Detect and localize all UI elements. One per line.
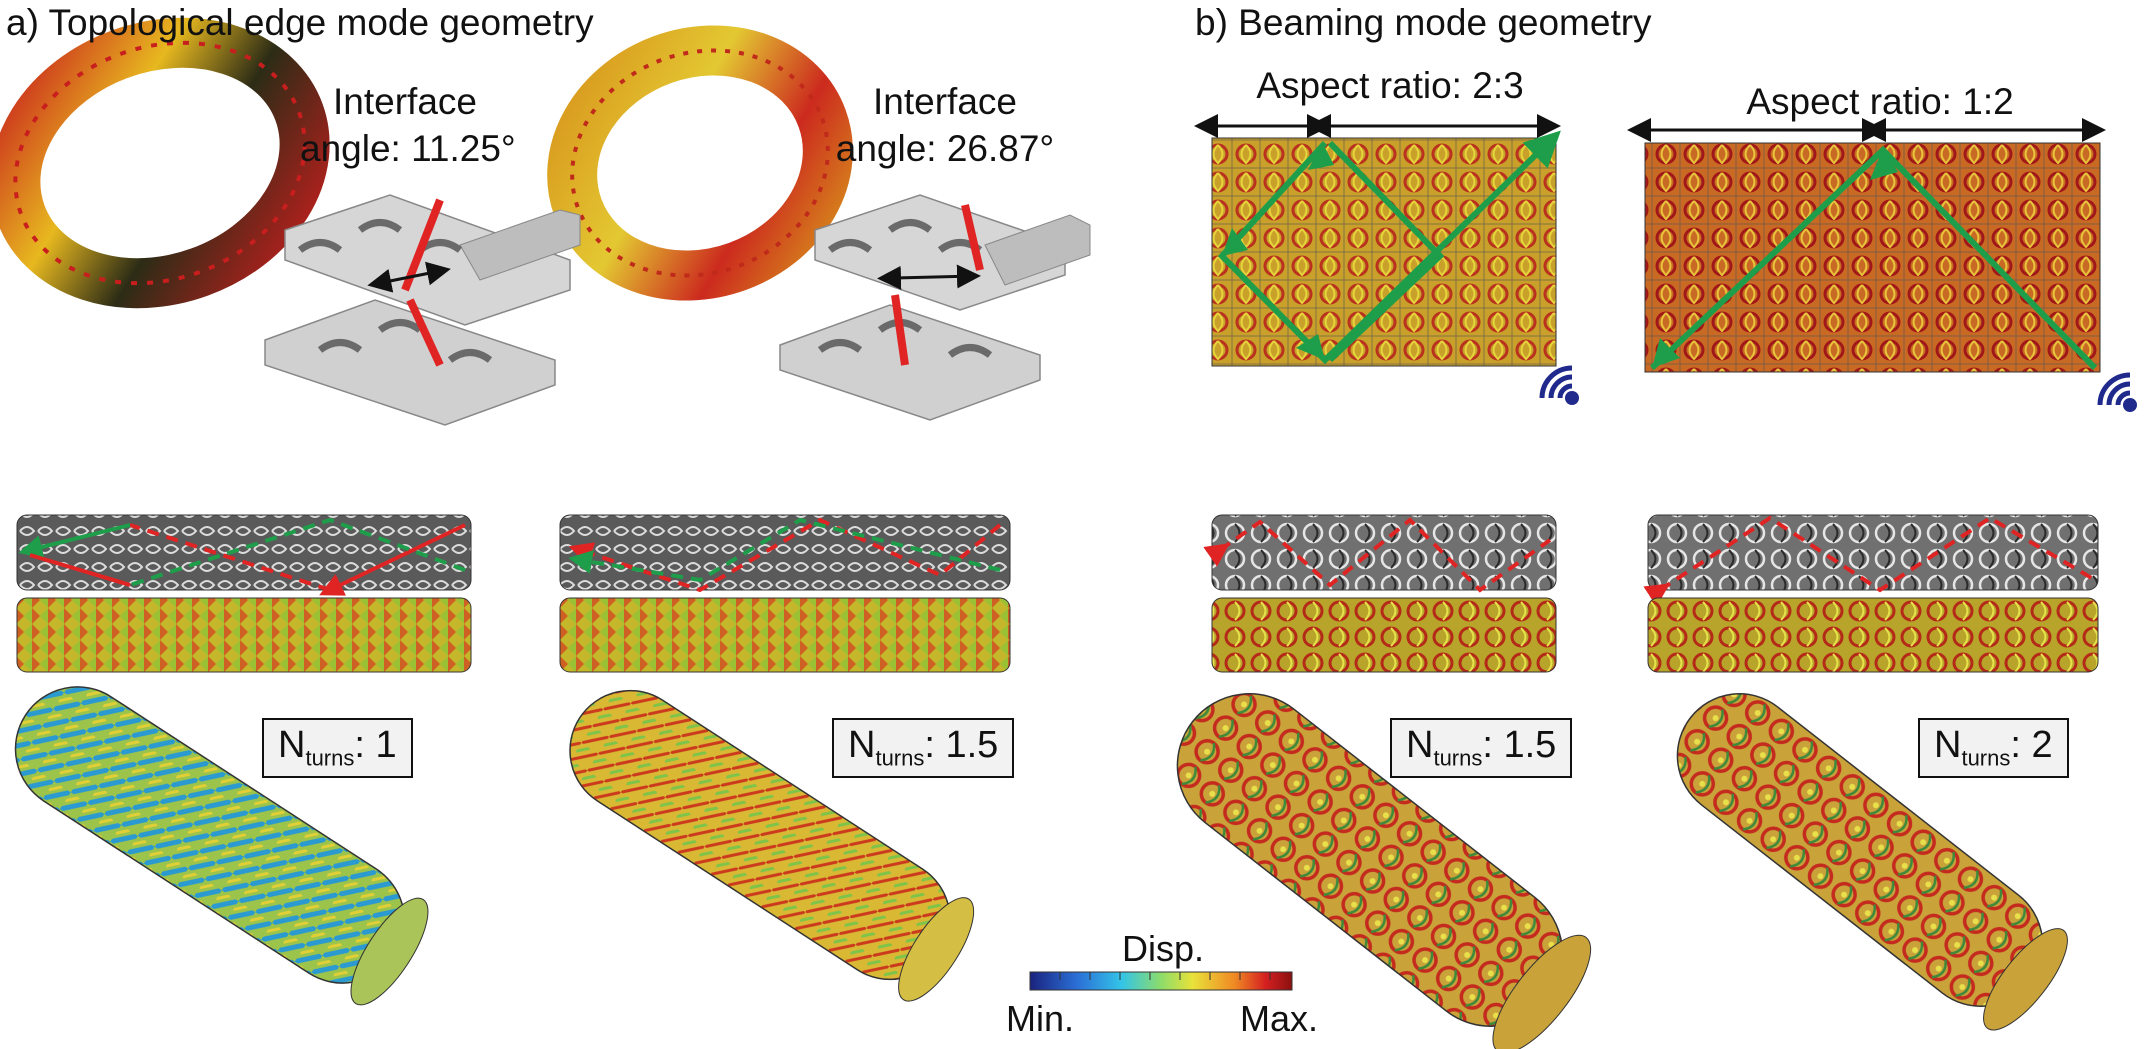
interface-angle-label-1: Interface angle: 11.25°	[300, 78, 516, 172]
colorbar-ticks	[1059, 972, 1271, 980]
turns-sub: turns	[875, 745, 925, 771]
turns-sub: turns	[305, 745, 355, 771]
interface-label-line2: angle: 26.87°	[835, 128, 1055, 169]
interface-angle-label-2: Interface angle: 26.87°	[830, 78, 1060, 172]
turns-n: N	[278, 724, 306, 766]
tube-3d-1	[14, 686, 429, 1006]
flat-cylinder-grey-2	[559, 514, 1011, 593]
panel-a-title: a) Topological edge mode geometry	[6, 2, 594, 43]
colorbar-max-label: Max.	[1240, 998, 1319, 1039]
turns-sub: turns	[1961, 745, 2011, 771]
aspect-ratio-label-1: Aspect ratio: 2:3	[1256, 65, 1524, 106]
turns-n: N	[848, 724, 876, 766]
interface-cells-2	[779, 194, 1091, 421]
aspect-plate-1	[1194, 114, 1561, 367]
ring-2	[547, 25, 853, 301]
aspect-plate-2	[1627, 118, 2106, 373]
colorbar-min-label: Min.	[1006, 998, 1075, 1039]
panel-b-title: b) Beaming mode geometry	[1195, 2, 1652, 43]
interface-cells-1	[264, 194, 581, 426]
flat-cylinder-color-3	[1211, 597, 1557, 673]
wifi-icon-2	[2097, 372, 2137, 412]
flat-cylinder-grey-1	[16, 514, 472, 596]
flat-cylinder-grey-3	[1203, 514, 1557, 593]
turns-sub: turns	[1433, 745, 1483, 771]
flat-cylinder-color-4	[1647, 597, 2099, 673]
turns-value: : 1	[354, 724, 397, 766]
interface-label-line1: Interface	[333, 81, 477, 122]
turns-value: : 1.5	[924, 724, 999, 766]
colorbar	[1029, 971, 1293, 991]
ring-1	[0, 17, 330, 309]
flat-cylinder-color-2	[559, 597, 1011, 673]
interface-label-line2: angle: 11.25°	[300, 128, 516, 169]
colorbar-title: Disp.	[1122, 928, 1205, 969]
turns-n: N	[1406, 724, 1434, 766]
tube-3d-3	[1176, 693, 1592, 1049]
flat-cylinder-color-1	[16, 597, 472, 673]
aspect-ratio-label-2: Aspect ratio: 1:2	[1746, 81, 2014, 122]
turns-box-3: Nturns: 1.5	[1390, 718, 1573, 778]
turns-box-1: Nturns: 1	[262, 718, 413, 778]
turns-box-4: Nturns: 2	[1918, 718, 2069, 778]
turns-box-2: Nturns: 1.5	[832, 718, 1015, 778]
turns-n: N	[1934, 724, 1962, 766]
wifi-icon-1	[1539, 365, 1579, 405]
interface-label-line1: Interface	[873, 81, 1017, 122]
turns-value: : 1.5	[1482, 724, 1557, 766]
tube-3d-2	[569, 689, 975, 1002]
flat-cylinder-grey-4	[1643, 514, 2099, 607]
turns-value: : 2	[2010, 724, 2053, 766]
tube-3d-4	[1676, 693, 2068, 1031]
